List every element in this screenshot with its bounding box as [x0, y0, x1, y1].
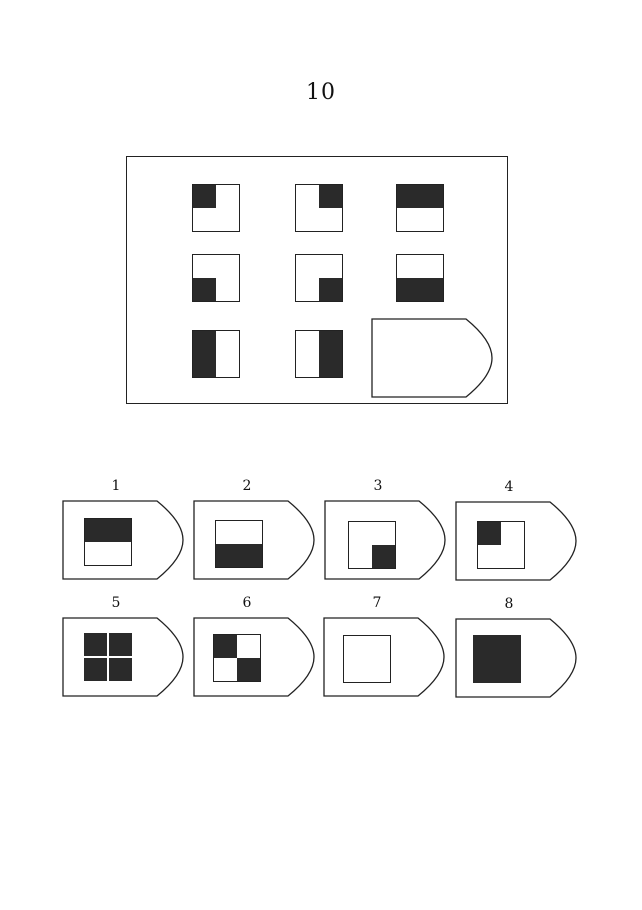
option-7[interactable]: 7: [323, 595, 445, 697]
option-square: [84, 518, 132, 566]
fill-top-half: [397, 185, 443, 208]
option-2[interactable]: 2: [193, 478, 315, 580]
option-1[interactable]: 1: [62, 478, 184, 580]
matrix-cell-r3c1: [192, 330, 240, 378]
matrix-cell-r2c1: [192, 254, 240, 302]
matrix-cell-r2c3: [396, 254, 444, 302]
fill-top-half: [85, 519, 131, 542]
option-square: [213, 634, 261, 682]
option-label: 7: [372, 595, 382, 611]
option-label: 1: [111, 478, 121, 494]
fill-right-half: [319, 331, 342, 377]
option-label: 3: [373, 478, 383, 494]
fill-bottom-right-quadrant: [372, 545, 395, 568]
option-square: [343, 635, 391, 683]
fill-bottom-right-quadrant: [237, 658, 260, 681]
option-4[interactable]: 4: [455, 479, 577, 581]
matrix-cell-r1c2: [295, 184, 343, 232]
option-6[interactable]: 6: [193, 595, 315, 697]
fill-top-left-quadrant: [193, 185, 216, 208]
option-square: [348, 521, 396, 569]
option-3[interactable]: 3: [324, 478, 446, 580]
matrix-cell-r3c2: [295, 330, 343, 378]
fill-top-left-quadrant: [214, 635, 237, 658]
option-label: 8: [504, 596, 514, 612]
missing-answer-slot[interactable]: [371, 318, 493, 398]
fill-top-left-quadrant: [478, 522, 501, 545]
option-label: 4: [504, 479, 514, 495]
matrix-cell-r1c3: [396, 184, 444, 232]
matrix-frame: [126, 156, 508, 404]
fill-bottom-left-quadrant: [193, 278, 216, 301]
option-8[interactable]: 8: [455, 596, 577, 698]
pentagon-outline: [371, 318, 493, 398]
matrix-cell-r2c2: [295, 254, 343, 302]
fill-top-right-quadrant: [319, 185, 342, 208]
fill-bottom-right-quadrant: [319, 278, 342, 301]
option-label: 6: [242, 595, 252, 611]
option-square: [84, 633, 132, 681]
option-square: [477, 521, 525, 569]
option-5[interactable]: 5: [62, 595, 184, 697]
option-label: 2: [242, 478, 252, 494]
fill-left-half: [193, 331, 216, 377]
option-label: 5: [111, 595, 121, 611]
matrix-cell-r1c1: [192, 184, 240, 232]
option-square: [473, 635, 521, 683]
fill-bottom-half: [216, 544, 262, 567]
page-number: 10: [306, 80, 336, 105]
white-cross-horizontal: [84, 656, 132, 658]
fill-bottom-half: [397, 278, 443, 301]
option-square: [215, 520, 263, 568]
